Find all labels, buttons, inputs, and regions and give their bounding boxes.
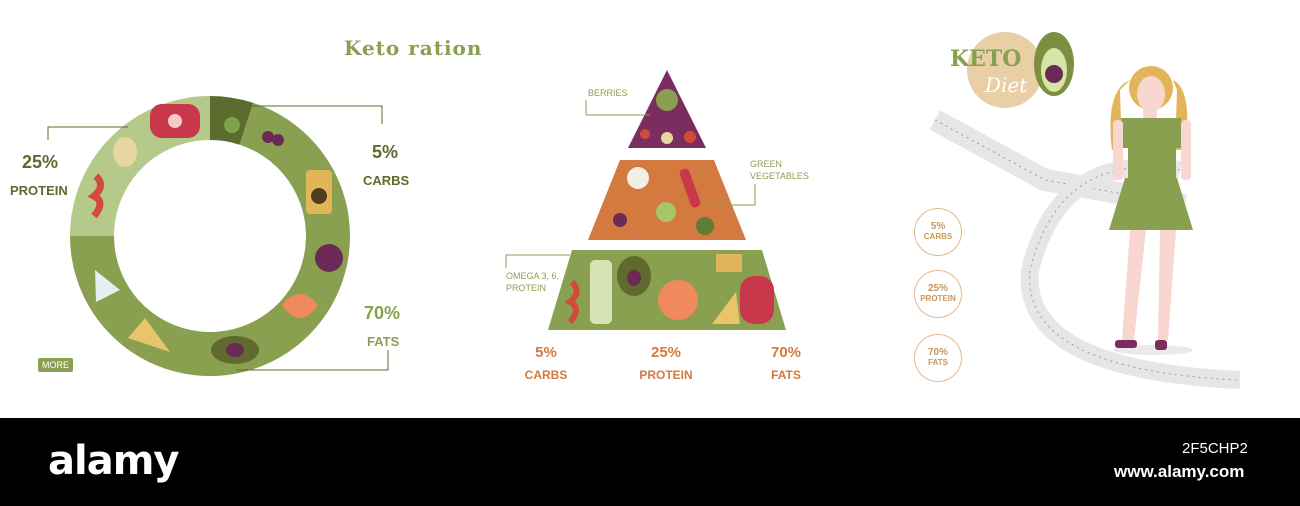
circle-fats-label: FATS [928, 358, 948, 367]
cheese-icon [128, 318, 170, 352]
donut-fats-label: FATS [367, 334, 400, 349]
protein-leader [47, 126, 128, 140]
watermark-footer: alamy 2F5CHP2 www.alamy.com [0, 418, 1300, 506]
donut-chart [47, 96, 389, 377]
food-decorations [87, 104, 343, 364]
apple-icon [656, 89, 678, 111]
fats-leader [236, 350, 389, 371]
circle-protein: 25% PROTEIN [914, 270, 962, 318]
pyramid-green-label-1: GREEN [750, 159, 783, 169]
circle-protein-pct: 25% [927, 283, 948, 294]
cauliflower-icon [627, 167, 649, 189]
olive-oil-icon [590, 260, 612, 324]
circle-carbs: 5% CARBS [914, 208, 962, 256]
pyramid-fats-pct: 70% [770, 344, 802, 361]
image-id: 2F5CHP2 [1182, 440, 1248, 457]
keto-badge [967, 32, 1074, 108]
cucumber-icon [224, 117, 240, 133]
pyramid-leaders [505, 100, 756, 268]
circle-carbs-label: CARBS [923, 232, 953, 241]
pepper-icon [679, 168, 701, 208]
carbs-leader [250, 105, 383, 124]
page-title: Keto ration [344, 36, 483, 60]
pyramid-steak-icon [740, 276, 774, 324]
food-pyramid [548, 70, 786, 330]
pyramid-fats-label: FATS [771, 368, 801, 382]
donut-fats-pct: 70% [364, 303, 401, 323]
donut-carbs-label: CARBS [363, 173, 410, 188]
pyramid-protein-label: PROTEIN [639, 368, 693, 382]
circle-protein-label: PROTEIN [920, 294, 956, 303]
woman-top [1117, 118, 1187, 148]
keto-badge-word2: Diet [985, 73, 1028, 97]
keto-badge-word1: KETO [950, 46, 1022, 72]
donut-protein-pct: 25% [22, 152, 59, 172]
donut-carbs-pct: 5% [372, 142, 399, 162]
pyramid-omega-label-1: OMEGA 3, 6, [506, 271, 560, 281]
salmon-icon [282, 294, 318, 318]
pyramid-omega-label-2: PROTEIN [506, 283, 547, 293]
donut-slices [70, 96, 350, 377]
pyramid-carbs-label: CARBS [524, 368, 568, 382]
woman-skirt [1109, 178, 1193, 230]
pyramid-berries-label: BERRIES [588, 88, 628, 98]
site-url: www.alamy.com [1114, 462, 1245, 481]
circle-carbs-pct: 5% [930, 221, 946, 232]
pyramid-carbs-pct: 5% [535, 344, 557, 361]
pyramid-protein-pct: 25% [650, 344, 682, 361]
donut-slice-fats [70, 102, 350, 377]
circle-fats-pct: 70% [927, 347, 948, 358]
more-button[interactable]: MORE [38, 358, 73, 372]
shrimp-icon [87, 173, 104, 219]
plum-icon [315, 244, 343, 272]
donut-protein-label: PROTEIN [10, 183, 68, 198]
woman-measuring-tape-illustration [929, 66, 1241, 389]
pyramid-salmon-icon [658, 280, 698, 320]
keto-infographic: Keto ration 25% PROTEIN 5% CARBS 7 [10, 32, 1241, 389]
berries-icon [262, 131, 274, 143]
circle-fats: 70% FATS [914, 334, 962, 382]
feta-icon [95, 270, 120, 302]
egg-icon [113, 137, 137, 167]
pyramid-green-label-2: VEGETABLES [750, 171, 809, 181]
brand-logo: alamy [48, 438, 179, 484]
